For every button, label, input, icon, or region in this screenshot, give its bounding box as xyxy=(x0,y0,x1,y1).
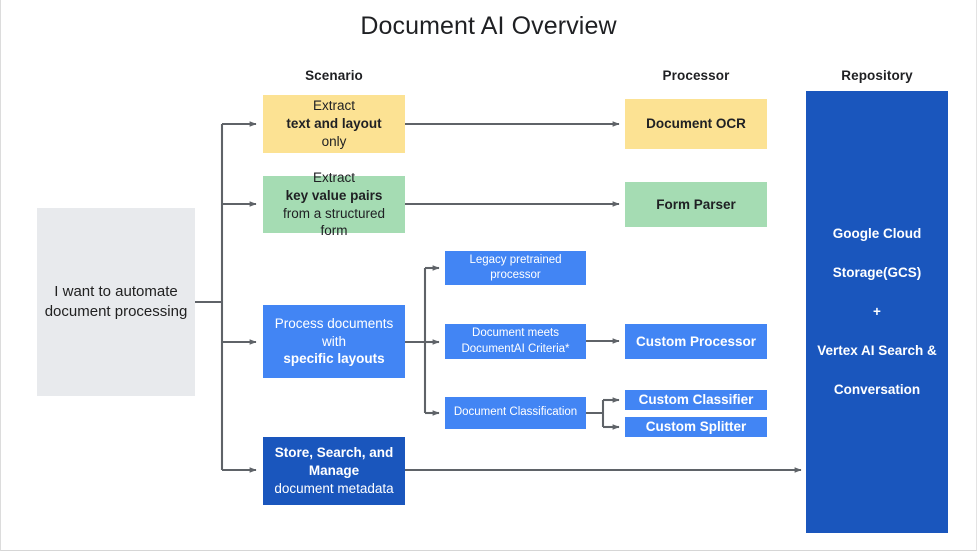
processor-custom-processor[interactable]: Custom Processor xyxy=(625,324,767,359)
repository-line-3: + xyxy=(873,304,881,320)
entry-node[interactable]: I want to automate document processing xyxy=(37,208,195,396)
scenario-label-store-search-manage: Store, Search, and Manage document metad… xyxy=(269,444,399,498)
processor-label: Custom Splitter xyxy=(645,419,747,435)
repository-node[interactable]: Google Cloud Storage(GCS) + Vertex AI Se… xyxy=(806,91,948,533)
scenario-text-part1: Process documents with xyxy=(274,315,394,349)
processor-label: Custom Classifier xyxy=(638,392,754,408)
repository-line-4: Vertex AI Search & xyxy=(817,343,937,359)
scenario-text-bold: Store, Search, and Manage xyxy=(274,445,394,479)
processor-label: Document OCR xyxy=(646,116,746,132)
scenario-extract-text-and-layout[interactable]: Extract text and layout only xyxy=(263,95,405,153)
criteria-label: Document Classification xyxy=(453,406,578,419)
scenario-text-part1: Extract xyxy=(312,169,355,185)
scenario-label-extract-key-value-pairs: Extract key value pairs from a structure… xyxy=(269,169,399,241)
column-header-repository: Repository xyxy=(841,68,913,83)
scenario-label-process-specific-layouts: Process documents with specific layouts xyxy=(269,315,399,369)
scenario-text-bold: specific layouts xyxy=(283,351,385,367)
scenario-extract-key-value-pairs[interactable]: Extract key value pairs from a structure… xyxy=(263,170,405,238)
scenario-text-bold: key value pairs xyxy=(285,187,383,203)
scenario-text-part1: Extract xyxy=(312,98,355,114)
criteria-document-meets-criteria[interactable]: Document meets DocumentAI Criteria* xyxy=(445,324,586,359)
processor-document-ocr[interactable]: Document OCR xyxy=(625,99,767,149)
repository-line-2: Storage(GCS) xyxy=(832,265,922,281)
repository-line-1: Google Cloud xyxy=(832,225,922,241)
criteria-document-classification[interactable]: Document Classification xyxy=(445,397,586,429)
scenario-text-part2: document metadata xyxy=(274,480,394,496)
processor-form-parser[interactable]: Form Parser xyxy=(625,182,767,227)
processor-label: Form Parser xyxy=(656,196,736,212)
processor-custom-classifier[interactable]: Custom Classifier xyxy=(625,390,767,410)
scenario-store-search-manage[interactable]: Store, Search, and Manage document metad… xyxy=(263,437,405,505)
scenario-text-part2: from a structured form xyxy=(282,205,386,239)
criteria-legacy-pretrained-processor[interactable]: Legacy pretrained processor xyxy=(445,251,586,285)
column-header-processor: Processor xyxy=(662,68,730,83)
scenario-label-extract-text-and-layout: Extract text and layout only xyxy=(286,97,381,151)
processor-custom-splitter[interactable]: Custom Splitter xyxy=(625,417,767,437)
criteria-label: Legacy pretrained processor xyxy=(469,253,562,281)
repository-line-5: Conversation xyxy=(833,382,921,398)
entry-node-label: I want to automate document processing xyxy=(44,283,188,320)
page-title: Document AI Overview xyxy=(360,12,617,40)
scenario-text-part2: only xyxy=(321,133,347,149)
repository-label: Google Cloud Storage(GCS) + Vertex AI Se… xyxy=(817,224,937,400)
scenario-text-bold: text and layout xyxy=(286,116,382,132)
column-header-scenario: Scenario xyxy=(305,68,363,83)
processor-label: Custom Processor xyxy=(635,333,757,349)
scenario-process-specific-layouts[interactable]: Process documents with specific layouts xyxy=(263,305,405,378)
criteria-label: Document meets DocumentAI Criteria* xyxy=(461,327,570,355)
